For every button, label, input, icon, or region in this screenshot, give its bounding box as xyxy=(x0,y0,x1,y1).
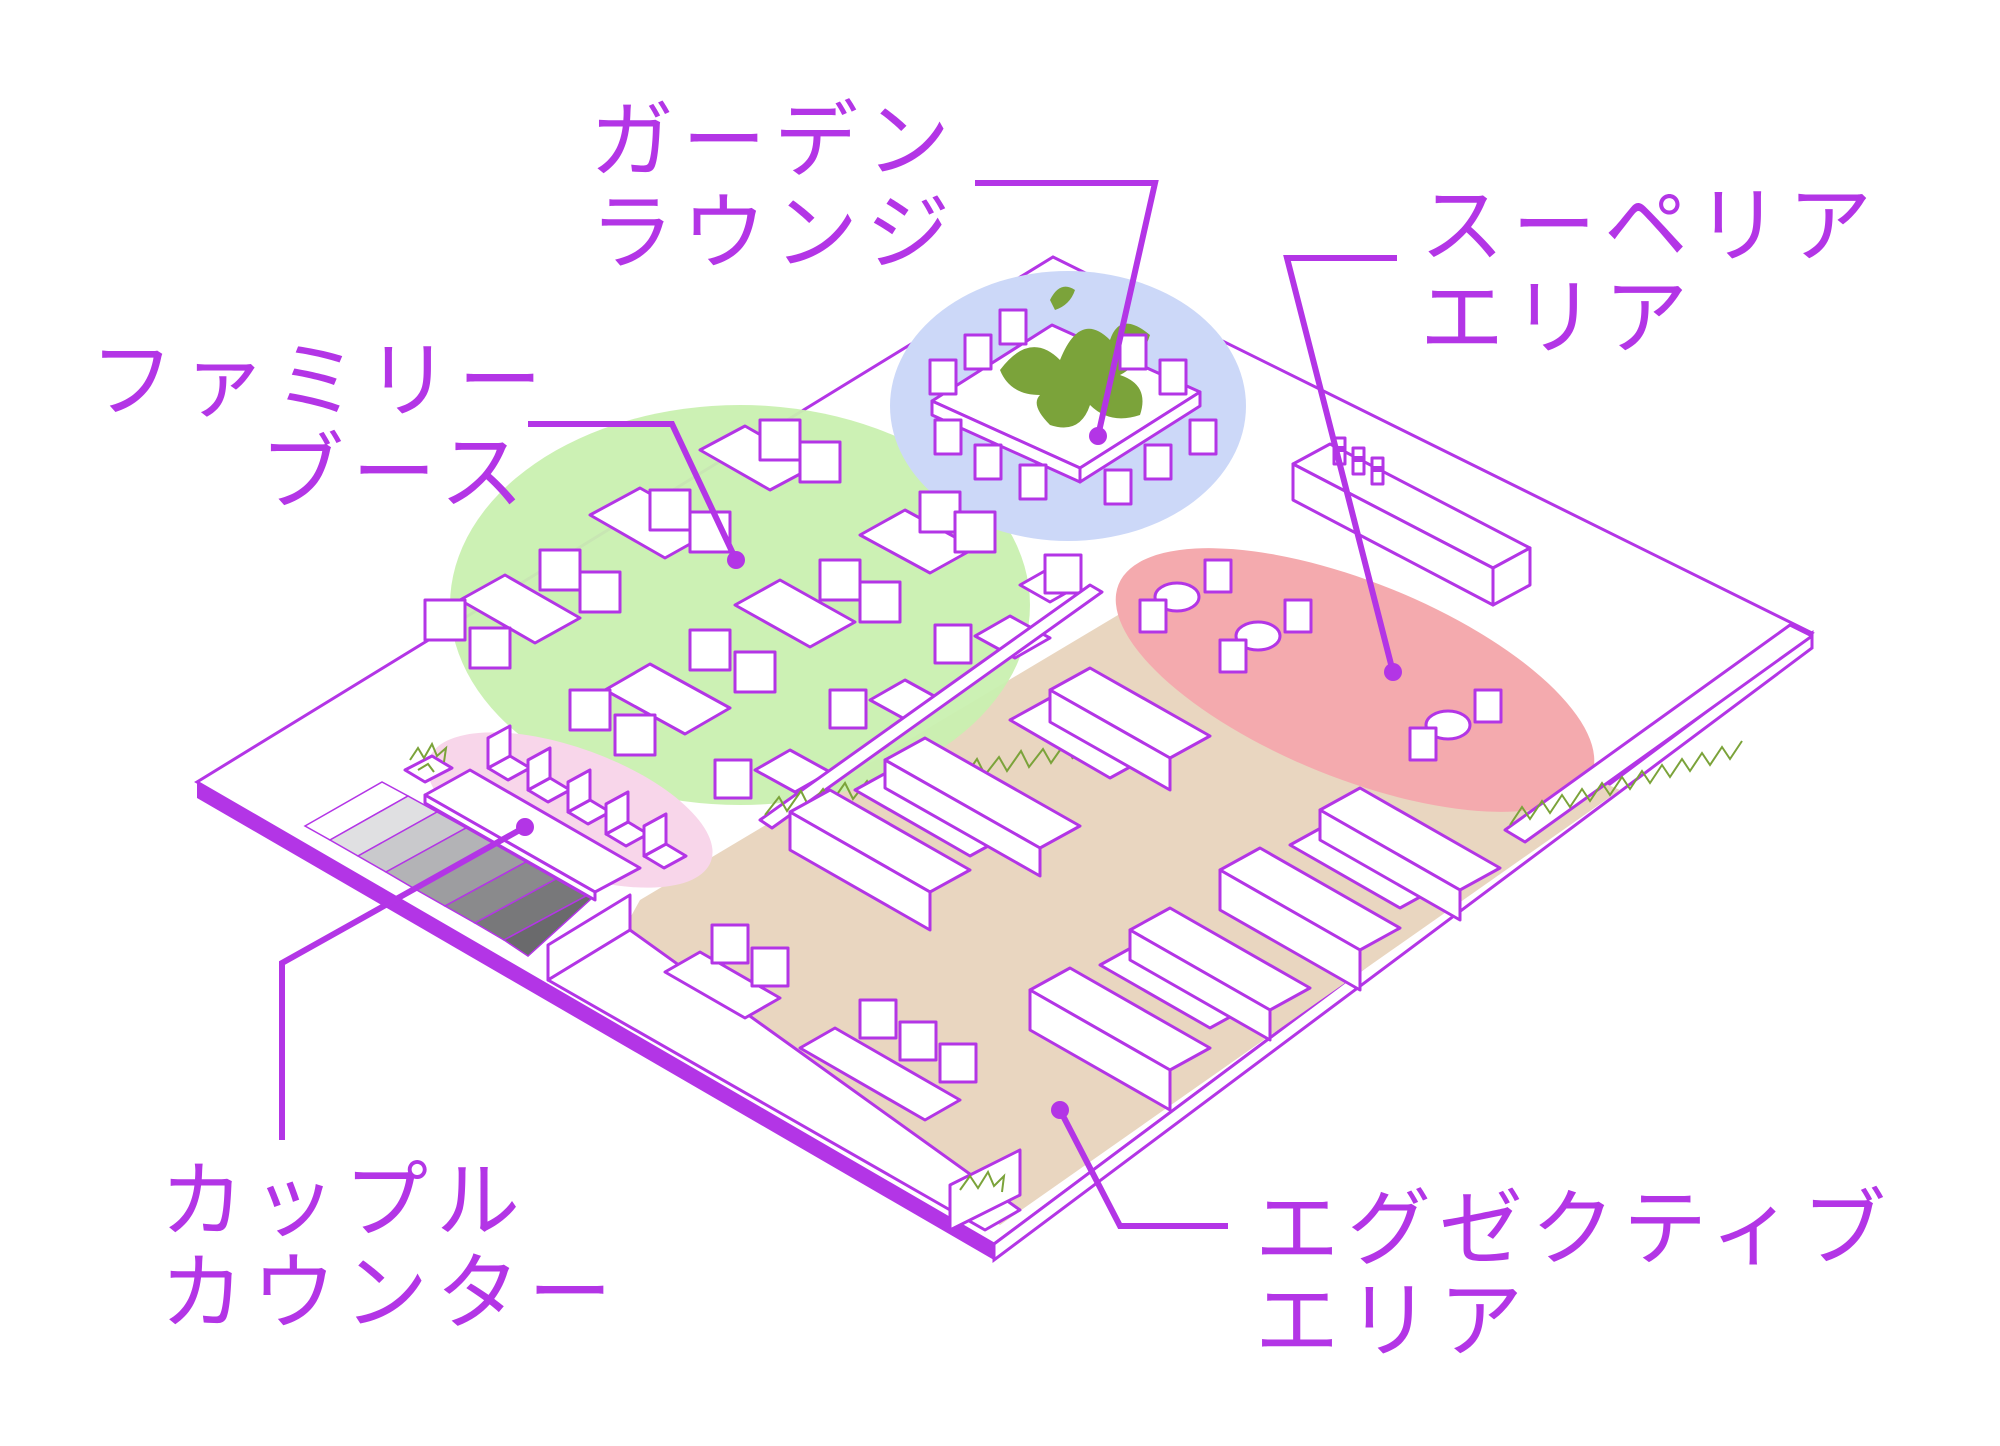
leader-superior-area xyxy=(1283,255,1397,673)
leader-executive-area xyxy=(1057,1108,1228,1229)
label-line: エリア xyxy=(1255,1272,1532,1370)
superior-area-zone xyxy=(1115,548,1595,812)
garden-lounge-table xyxy=(928,286,1218,506)
executive-sofas xyxy=(663,666,1502,1122)
superior-tables xyxy=(1138,558,1503,762)
label-executive-area: エグゼクティブ エリア xyxy=(1255,1183,1894,1367)
label-couple-counter: カップル カウンター xyxy=(160,1155,620,1339)
label-family-booth: ファミリー ブース xyxy=(90,335,550,519)
bar-counter xyxy=(1291,436,1532,607)
leader-couple-counter xyxy=(279,824,527,1140)
plant-icon xyxy=(1000,286,1150,428)
family-booths xyxy=(423,418,997,757)
label-line: ブース xyxy=(260,424,532,522)
planter-right-edge xyxy=(1503,623,1814,844)
label-garden-lounge: ガーデン ラウンジ xyxy=(590,95,958,279)
label-line: ガーデン xyxy=(590,92,959,190)
executive-front-wall xyxy=(546,893,1022,1232)
label-line: カップル xyxy=(160,1152,529,1250)
label-superior-area: スーペリア エリア xyxy=(1420,180,1880,364)
label-line: エグゼクティブ xyxy=(1255,1180,1894,1278)
label-line: ラウンジ xyxy=(590,184,959,282)
leader-lines xyxy=(279,180,1402,1229)
leader-family-booth xyxy=(528,421,739,562)
leader-garden-lounge xyxy=(975,180,1159,437)
label-line: エリア xyxy=(1420,269,1697,367)
label-line: カウンター xyxy=(160,1244,621,1342)
label-line: スーペリア xyxy=(1420,177,1881,275)
label-line: ファミリー xyxy=(90,332,551,430)
